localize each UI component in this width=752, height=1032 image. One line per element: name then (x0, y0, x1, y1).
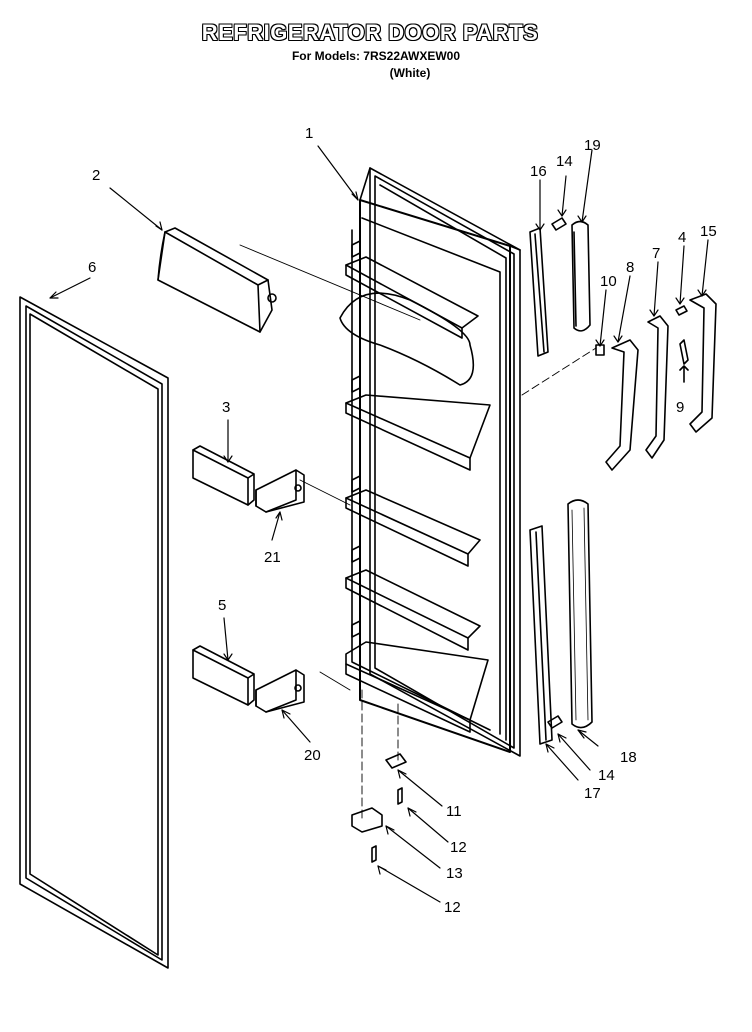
callout-14b: 14 (598, 767, 615, 784)
callout-7: 7 (652, 245, 660, 262)
shelf-end-cap-3 (192, 445, 255, 506)
callout-labels: 1 2 3 4 5 6 7 8 9 10 11 12 12 13 14 14 1… (88, 125, 717, 916)
shelf-retainer-20 (255, 669, 305, 713)
callout-13: 13 (446, 865, 463, 882)
callout-15: 15 (700, 223, 717, 240)
door-liner (339, 167, 521, 757)
shelf-retainer-21 (255, 469, 305, 513)
screw-14-lower (547, 715, 563, 729)
callout-5: 5 (218, 597, 226, 614)
page-title: REFRIGERATOR DOOR PARTS (201, 20, 539, 45)
leader-lines (49, 145, 709, 903)
dairy-door (157, 227, 277, 333)
callout-10: 10 (600, 273, 617, 290)
callout-17: 17 (584, 785, 601, 802)
callout-2: 2 (92, 167, 100, 184)
callout-8: 8 (626, 259, 634, 276)
assembly-lines (239, 244, 597, 821)
handle-lower (567, 499, 593, 729)
callout-4: 4 (678, 229, 686, 246)
callout-16: 16 (530, 163, 547, 180)
handle-upper (571, 220, 591, 332)
callout-1: 1 (305, 125, 313, 142)
callout-6: 6 (88, 259, 96, 276)
screw-14-upper (551, 217, 567, 231)
callout-18: 18 (620, 749, 637, 766)
model-color: (White) (389, 66, 431, 80)
callout-21: 21 (264, 549, 281, 566)
handle-trim-upper (529, 227, 549, 357)
model-number: For Models: 7RS22AWXEW00 (291, 49, 461, 63)
callout-12b: 12 (444, 899, 461, 916)
door-gasket (19, 296, 169, 969)
callout-3: 3 (222, 399, 230, 416)
hinge-parts (351, 753, 407, 863)
callout-11: 11 (446, 803, 462, 820)
callout-19: 19 (584, 137, 601, 154)
small-parts (595, 305, 689, 383)
handle-trim-lower (529, 525, 553, 745)
callout-20: 20 (304, 747, 321, 764)
callout-14a: 14 (556, 153, 573, 170)
shelf-end-cap-5 (192, 645, 255, 706)
callout-12a: 12 (450, 839, 467, 856)
callout-9: 9 (676, 399, 684, 416)
handle-bracket (605, 293, 717, 471)
